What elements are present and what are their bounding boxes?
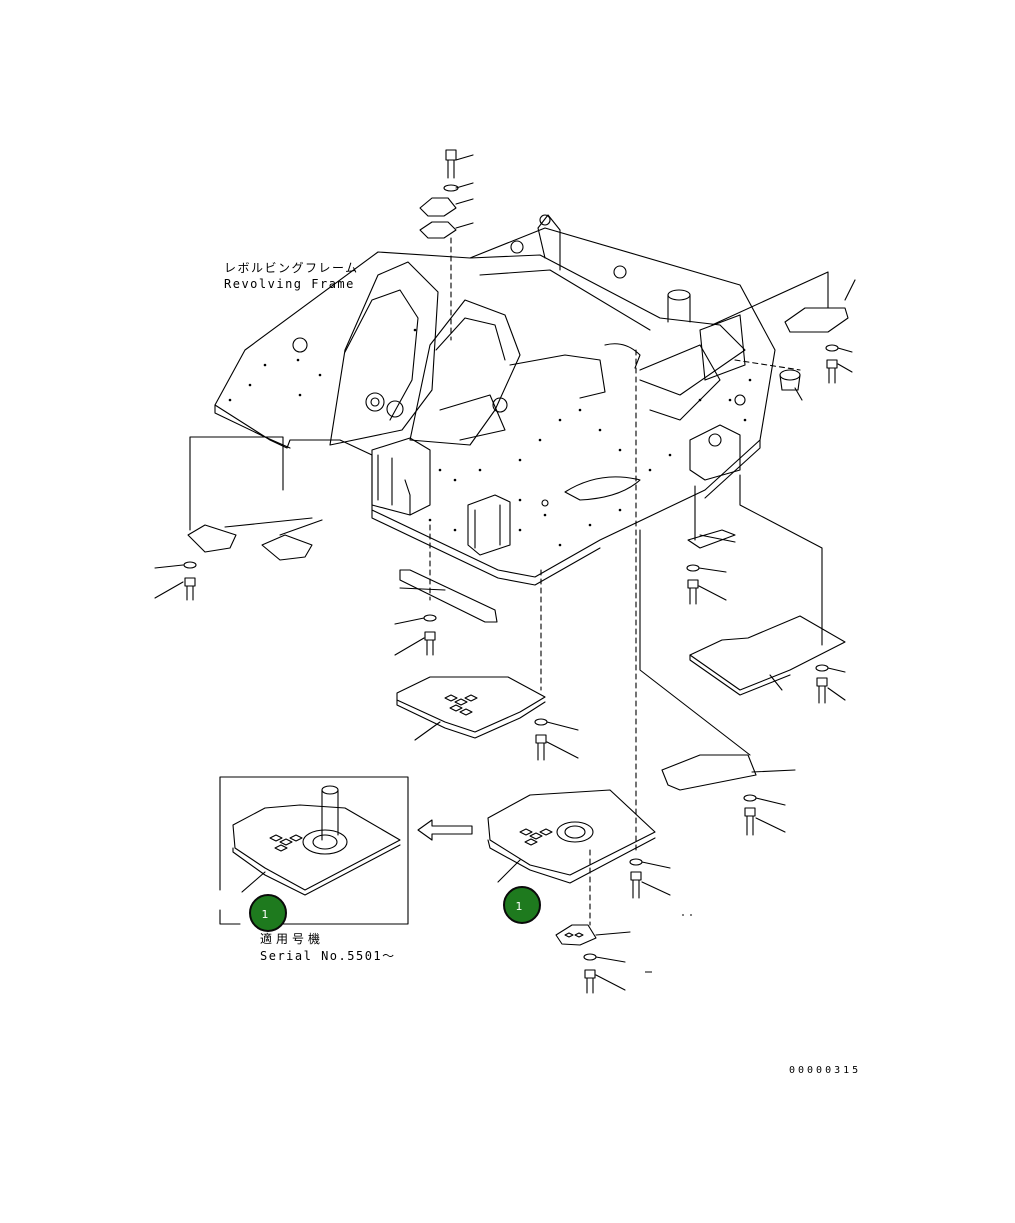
callout-1-detail[interactable]: 1 <box>249 894 287 932</box>
center-large-plate <box>396 569 579 761</box>
center-strip <box>394 524 498 656</box>
serial-label-jp: 適用号機 <box>260 932 325 946</box>
detail-inset <box>219 776 473 925</box>
right-top-cover <box>711 271 856 401</box>
frame-label-en: Revolving Frame <box>224 277 355 291</box>
callout-1-plate[interactable]: 1 <box>503 886 541 924</box>
right-large-plate <box>689 474 846 704</box>
drawing-number: 00000315 <box>789 1065 862 1076</box>
serial-label-en: Serial No.5501～ <box>260 949 396 963</box>
frame-label-jp: レボルビングフレーム <box>224 261 359 275</box>
tick-marks <box>645 914 692 973</box>
bottom-plate <box>487 349 671 994</box>
revolving-frame <box>214 214 776 586</box>
left-cover-plates <box>154 436 323 601</box>
right-lower-plate <box>639 529 796 836</box>
right-strip <box>686 485 736 605</box>
callout-label: 1 <box>261 907 269 921</box>
top-bolt-stack <box>419 149 474 341</box>
callout-label: 1 <box>515 899 523 913</box>
